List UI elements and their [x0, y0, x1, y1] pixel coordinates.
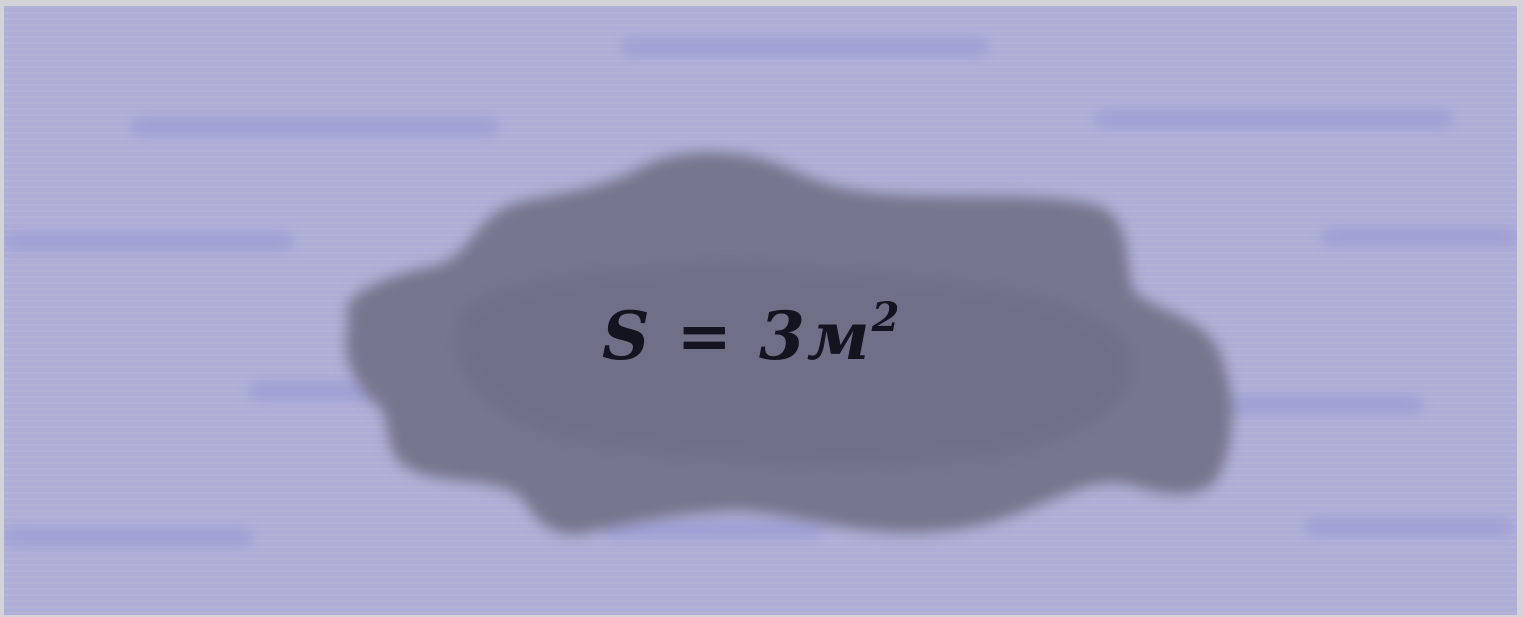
- ripple: [1320, 228, 1517, 246]
- area-formula: S = 3м2: [602, 296, 1002, 376]
- puddle-shape: [345, 152, 1233, 535]
- ripple: [1224, 396, 1424, 414]
- ripple: [1304, 518, 1514, 536]
- ripple: [4, 528, 254, 546]
- ripple: [248, 382, 388, 400]
- formula-value: 3: [758, 297, 807, 375]
- ripple: [4, 232, 294, 250]
- ripple: [604, 520, 824, 538]
- picture-frame: S = 3м2: [4, 6, 1517, 615]
- formula-equals: =: [676, 297, 734, 375]
- ripple: [1094, 110, 1454, 128]
- ripple: [620, 38, 990, 56]
- ripple: [130, 118, 500, 136]
- formula-unit: м: [806, 297, 872, 375]
- formula-exponent: 2: [871, 294, 902, 341]
- formula-lhs: S: [602, 297, 652, 375]
